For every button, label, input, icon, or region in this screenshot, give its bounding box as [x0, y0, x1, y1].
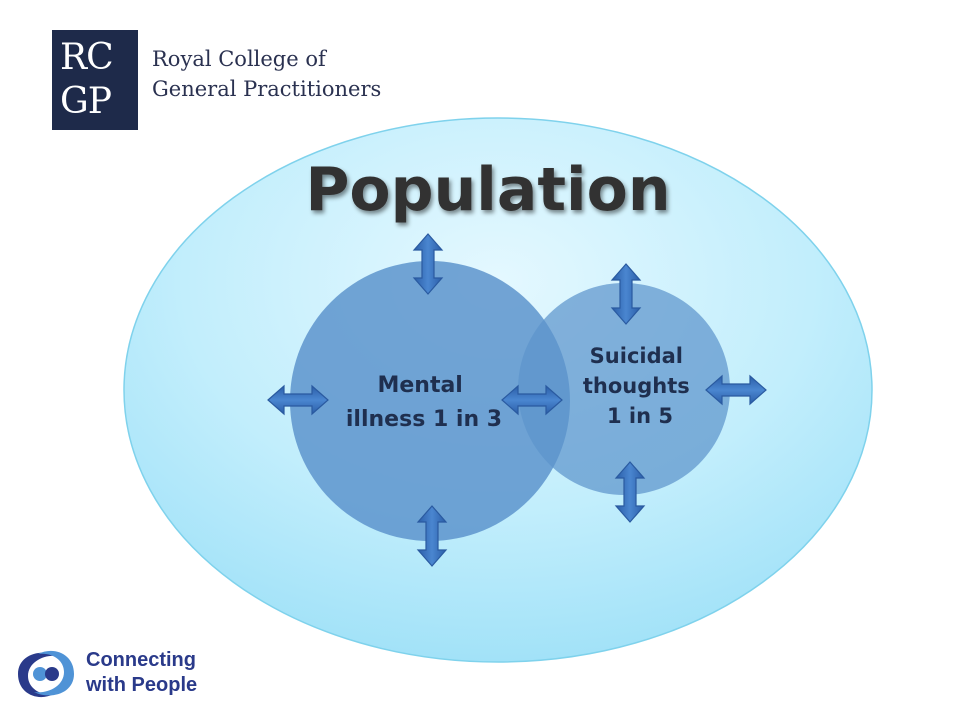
rcgp-logo: RC GP Royal College of General Practitio…	[52, 28, 382, 130]
mental-illness-label: Mental illness 1 in 3	[346, 373, 502, 432]
suicidal-thoughts-label-line2: thoughts	[583, 374, 690, 398]
footer-line1: Connecting	[86, 649, 196, 671]
connecting-with-people-icon	[18, 650, 74, 698]
logo-letters-rc: RC	[60, 37, 114, 78]
logo-name: Royal College of General Practitioners	[152, 44, 392, 104]
suicidal-thoughts-label: Suicidal thoughts 1 in 5	[583, 344, 697, 428]
rcgp-logo-mark: RC GP	[52, 30, 138, 130]
footer-line2: with People	[86, 674, 198, 696]
mental-illness-label-line2: illness 1 in 3	[346, 407, 502, 432]
connecting-with-people-logo: Connecting with People	[86, 648, 197, 698]
mental-illness-circle	[290, 261, 570, 541]
suicidal-thoughts-circle	[518, 283, 730, 495]
suicidal-thoughts-label-line1: Suicidal	[590, 344, 683, 368]
mental-illness-label-line1: Mental	[377, 373, 462, 398]
suicidal-thoughts-label-line3: 1 in 5	[607, 404, 673, 428]
logo-name-line2: General Practitioners	[152, 77, 382, 101]
diagram-title: Population	[305, 155, 670, 225]
logo-name-line1: Royal College of	[152, 47, 326, 71]
logo-letters-gp: GP	[60, 81, 112, 122]
